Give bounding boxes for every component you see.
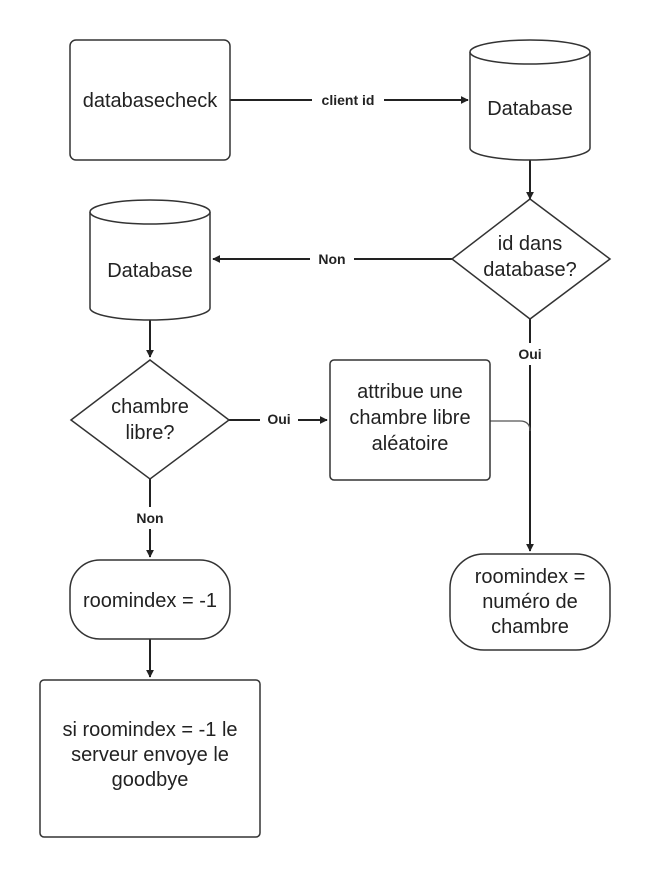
node-attribue: attribue une chambre libre aléatoire: [329, 359, 491, 481]
svg-text:roomindex =: roomindex =: [475, 566, 586, 588]
node-id-check: id dans database?: [450, 198, 612, 320]
edge-label-client-id: client id: [322, 92, 375, 108]
node-roomindex-numero: roomindex = numéro de chambre: [449, 553, 611, 651]
svg-text:chambre: chambre: [111, 396, 189, 418]
svg-text:Database: Database: [107, 260, 193, 282]
node-roomindex-minus-one: roomindex = -1: [69, 559, 231, 640]
edge-label-non-top: Non: [318, 251, 345, 267]
svg-text:numéro de: numéro de: [482, 591, 578, 613]
svg-text:aléatoire: aléatoire: [372, 433, 449, 455]
edge-label-non-bottom: Non: [136, 510, 163, 526]
edge-label-oui-right: Oui: [518, 346, 541, 362]
svg-text:databasecheck: databasecheck: [83, 90, 219, 112]
svg-text:id dans: id dans: [498, 233, 563, 255]
node-chambre-libre: chambre libre?: [69, 359, 231, 480]
node-database-left: Database: [89, 199, 211, 321]
node-databasecheck: databasecheck: [69, 39, 231, 161]
edge-attribue-join: [490, 420, 531, 432]
svg-text:si roomindex = -1 le: si roomindex = -1 le: [62, 719, 237, 741]
edge-label-oui-mid: Oui: [267, 411, 290, 427]
node-serveur-goodbye: si roomindex = -1 le serveur envoye le g…: [39, 679, 261, 838]
svg-text:chambre: chambre: [491, 616, 569, 638]
svg-text:database?: database?: [483, 259, 576, 281]
svg-text:libre?: libre?: [126, 422, 175, 444]
svg-text:roomindex = -1: roomindex = -1: [83, 590, 217, 612]
svg-text:goodbye: goodbye: [112, 769, 189, 791]
svg-text:Database: Database: [487, 98, 573, 120]
node-database-top: Database: [469, 39, 591, 161]
svg-text:serveur envoye le: serveur envoye le: [71, 744, 229, 766]
svg-text:chambre libre: chambre libre: [349, 407, 470, 429]
svg-text:attribue une: attribue une: [357, 381, 463, 403]
